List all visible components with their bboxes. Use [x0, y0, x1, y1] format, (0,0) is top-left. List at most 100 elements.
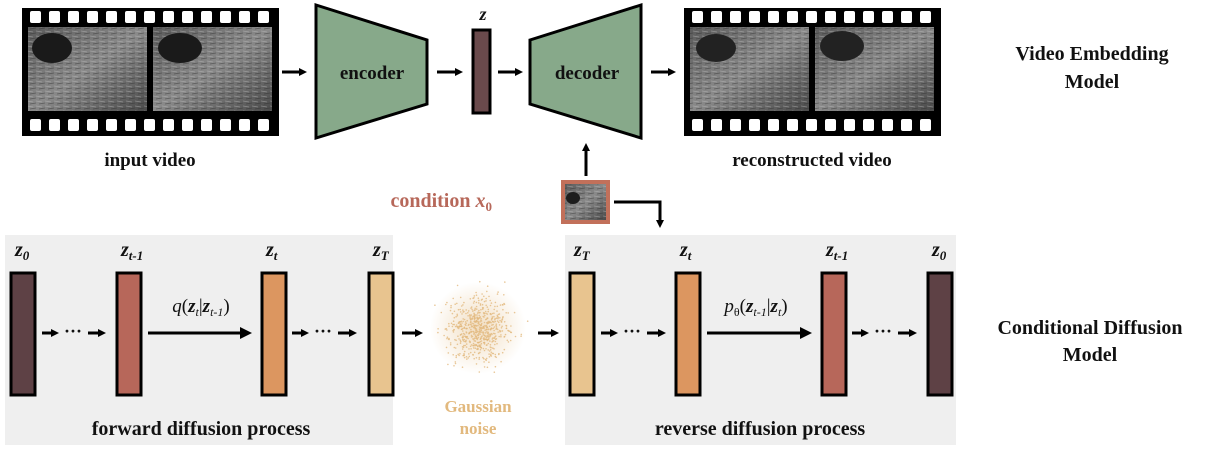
forward-state-bar	[367, 271, 395, 397]
film-hole	[901, 11, 912, 23]
film-hole	[144, 119, 155, 131]
film-holes-bottom	[30, 119, 269, 131]
film-hole	[920, 119, 931, 131]
reverse-process-panel	[565, 235, 956, 445]
forward-state-label: zT	[372, 239, 390, 263]
film-hole	[220, 11, 231, 23]
film-hole	[730, 119, 741, 131]
film-hole	[844, 119, 855, 131]
film-hole	[749, 119, 760, 131]
film-hole	[711, 119, 722, 131]
film-holes-top	[692, 11, 931, 23]
gaussian-noise-label-line1: Gaussian	[444, 397, 512, 416]
film-hole	[125, 11, 136, 23]
film-hole	[825, 11, 836, 23]
input-video-label: input video	[104, 150, 195, 171]
conditional-diffusion-title-line2: Model	[1063, 344, 1118, 366]
film-hole	[68, 119, 79, 131]
film-hole	[163, 11, 174, 23]
film-hole	[87, 119, 98, 131]
film-hole	[201, 119, 212, 131]
film-hole	[125, 119, 136, 131]
film-hole	[882, 11, 893, 23]
reverse-state-label: zt-1	[825, 239, 848, 263]
reverse-state-label: zT	[573, 239, 591, 263]
film-hole	[806, 119, 817, 131]
film-hole	[920, 11, 931, 23]
reverse-states: zT zt zt-1 z0	[568, 239, 954, 397]
forward-process-panel	[5, 235, 393, 445]
arrow-condition-to-reverse	[614, 200, 664, 228]
film-hole	[692, 119, 703, 131]
forward-state-bar	[260, 271, 288, 397]
film-hole	[106, 119, 117, 131]
film-hole	[901, 119, 912, 131]
film-hole	[30, 119, 41, 131]
film-hole	[30, 11, 41, 23]
conditional-diffusion-title-line1: Conditional Diffusion	[997, 317, 1182, 339]
forward-process-title: forward diffusion process	[92, 418, 311, 440]
reconstructed-frame-2	[815, 27, 934, 111]
film-hole	[768, 119, 779, 131]
video-embedding-title-line2: Model	[1065, 71, 1120, 93]
input-video-filmstrip	[22, 8, 279, 136]
forward-state-bar	[115, 271, 143, 397]
reverse-state-label: z0	[931, 239, 947, 263]
forward-states: z0 zt-1 zt zT	[9, 239, 395, 397]
film-holes-bottom	[692, 119, 931, 131]
film-hole	[863, 119, 874, 131]
film-hole	[711, 11, 722, 23]
forward-state-label: zt	[265, 239, 278, 263]
forward-state-label: z0	[14, 239, 30, 263]
reconstructed-frame-1	[690, 27, 809, 111]
reverse-state-bar	[926, 271, 954, 397]
film-hole	[106, 11, 117, 23]
film-hole	[863, 11, 874, 23]
condition-label: condition x0	[390, 190, 492, 214]
film-hole	[201, 11, 212, 23]
reconstructed-video-filmstrip	[684, 8, 941, 136]
film-hole	[258, 11, 269, 23]
gaussian-noise-label-line2: noise	[460, 419, 497, 438]
decoder-block	[528, 2, 643, 141]
reverse-state-label: zt	[679, 239, 692, 263]
film-hole	[844, 11, 855, 23]
forward-state-label: zt-1	[120, 239, 143, 263]
film-hole	[182, 119, 193, 131]
forward-transition-formula: q(zt|zt-1)	[172, 296, 229, 319]
film-hole	[787, 11, 798, 23]
ultrasound-frame-1	[28, 27, 147, 111]
film-hole	[87, 11, 98, 23]
forward-dots-2: ···	[314, 321, 332, 341]
reverse-state-bar	[820, 271, 848, 397]
latent-z-block	[471, 28, 492, 115]
encoder-label: encoder	[340, 63, 405, 84]
film-hole	[49, 11, 60, 23]
reverse-process-title: reverse diffusion process	[655, 418, 866, 440]
film-hole	[258, 119, 269, 131]
decoder-label: decoder	[555, 63, 620, 84]
latent-z-label: z	[478, 4, 486, 24]
film-hole	[163, 119, 174, 131]
film-hole	[768, 11, 779, 23]
film-hole	[882, 119, 893, 131]
reverse-dots-1: ···	[623, 321, 641, 341]
encoder-block	[314, 2, 429, 141]
film-hole	[692, 11, 703, 23]
film-holes-top	[30, 11, 269, 23]
reconstructed-video-label: reconstructed video	[732, 150, 892, 171]
film-hole	[806, 11, 817, 23]
film-hole	[730, 11, 741, 23]
condition-image	[561, 180, 610, 224]
reverse-transition-formula: pθ(zt-1|zt)	[722, 296, 787, 319]
reverse-state-bar	[568, 271, 596, 397]
film-hole	[144, 11, 155, 23]
film-hole	[239, 11, 250, 23]
forward-state-bar	[9, 271, 37, 397]
reverse-dots-2: ···	[874, 321, 892, 341]
film-hole	[220, 119, 231, 131]
film-hole	[49, 119, 60, 131]
film-hole	[239, 119, 250, 131]
reverse-state-bar	[674, 271, 702, 397]
